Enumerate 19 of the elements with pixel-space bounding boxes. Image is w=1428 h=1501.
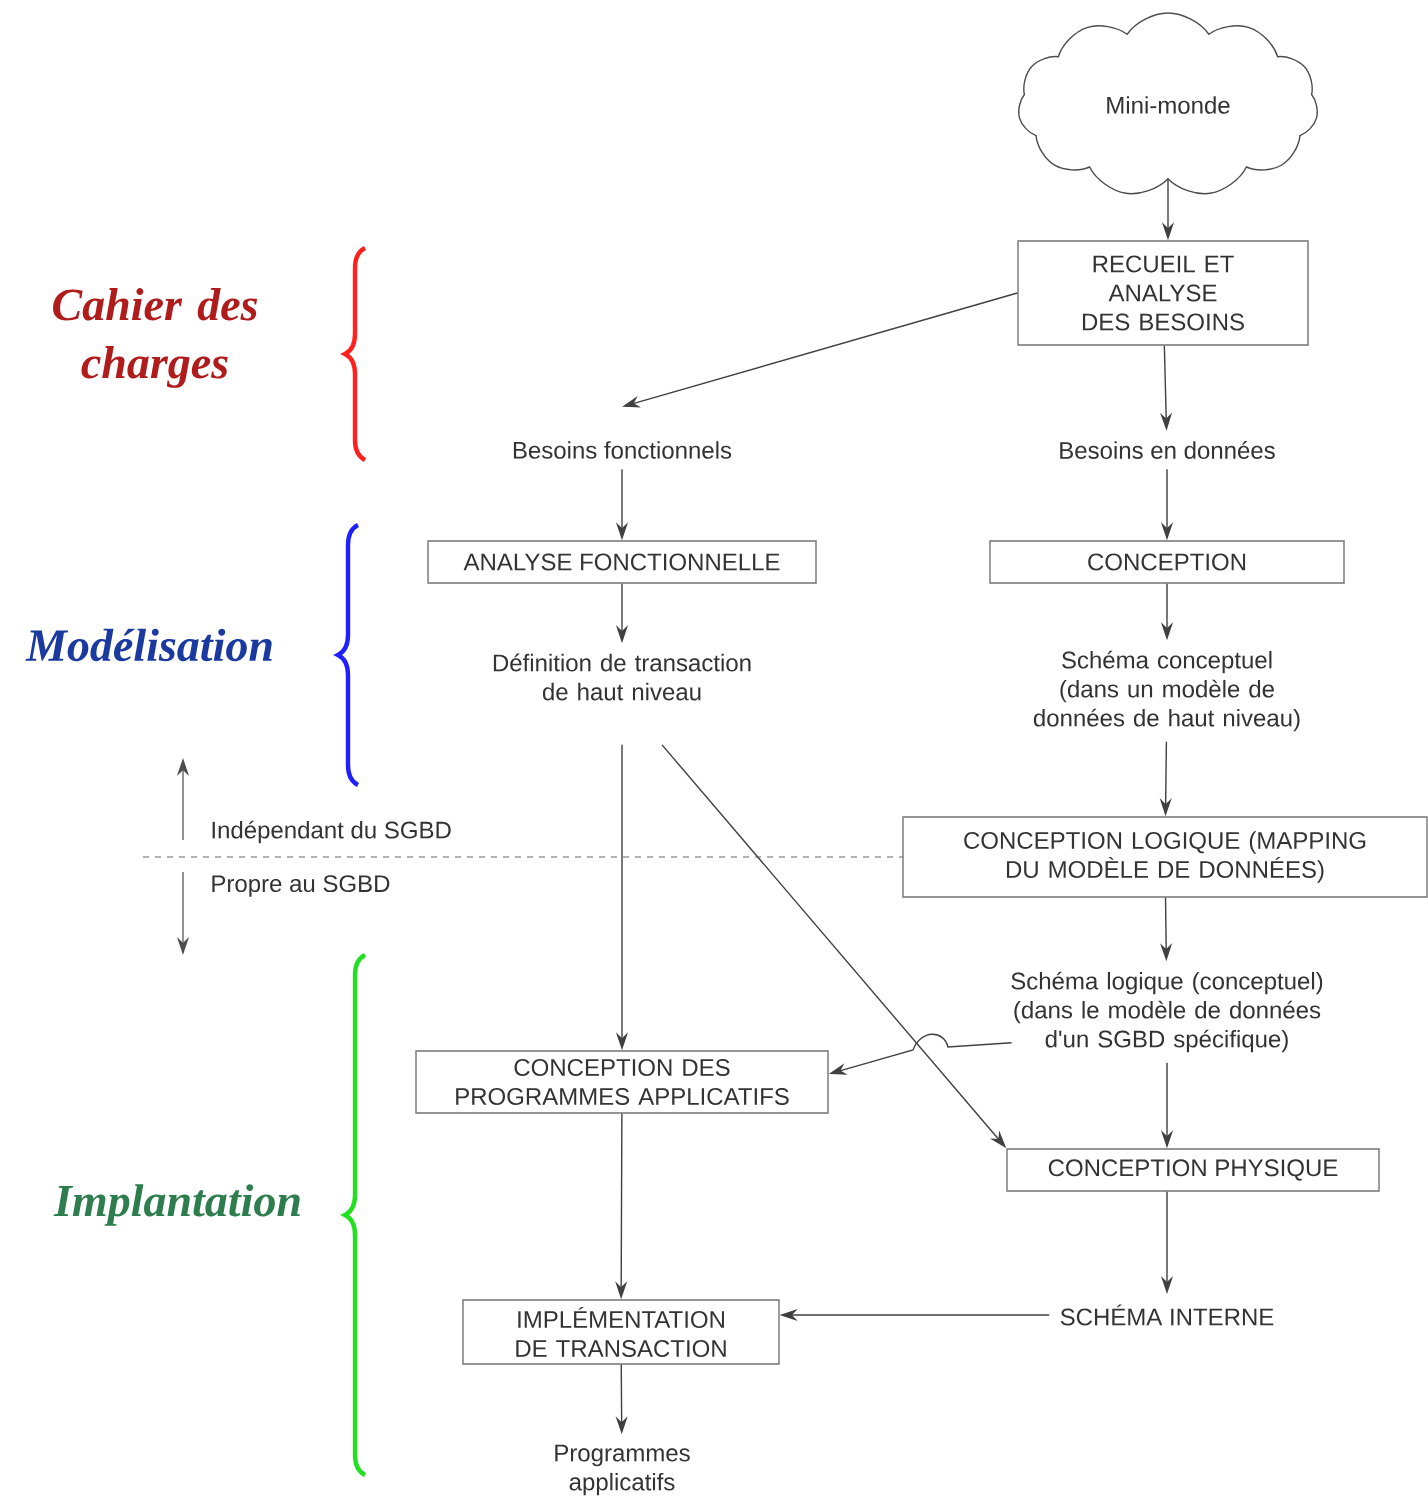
flow-text: Définition de transaction de haut niveau [493, 653, 751, 701]
process-box: CONCEPTION PHYSIQUE [1006, 1148, 1380, 1192]
section-title: Cahier des charges [53, 288, 258, 388]
process-box: IMPLÉMENTATION DE TRANSACTION [462, 1299, 780, 1365]
flow-text: SCHÉMA INTERNE [1060, 1304, 1274, 1326]
flow-text: Besoins fonctionnels [513, 441, 732, 459]
note-text: Propre au SGBD [212, 875, 390, 897]
flow-text: Besoins en données [1060, 441, 1275, 459]
flow-text: Schéma logique (conceptuel) (dans le modèle de données d'un SGBD spécifique) [1011, 971, 1323, 1053]
process-box: CONCEPTION LOGIQUE (MAPPING DU MODÈLE DE DONNÉES) [902, 816, 1428, 898]
process-box: CONCEPTION [989, 540, 1345, 584]
section-title: Modélisation [25, 628, 272, 662]
section-title: Implantation [53, 1184, 300, 1226]
flow-text: Programmes applicatifs [555, 1444, 690, 1496]
process-box: RECUEIL ET ANALYSE DES BESOINS [1017, 240, 1309, 346]
note-text: Indépendant du SGBD [212, 820, 451, 844]
process-box: CONCEPTION DES PROGRAMMES APPLICATIFS [415, 1050, 829, 1114]
flow-text: Schéma conceptuel (dans un modèle de données de haut niveau) [1033, 650, 1300, 732]
process-box: ANALYSE FONCTIONNELLE [427, 540, 817, 584]
